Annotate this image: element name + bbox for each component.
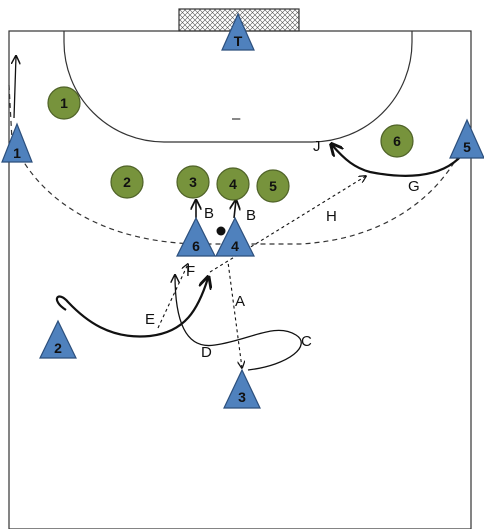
attacker-1: 1 — [1, 122, 33, 163]
svg-text:1: 1 — [13, 145, 21, 161]
label-d: D — [201, 344, 212, 361]
goal-area-line — [63, 31, 413, 143]
label-c: C — [301, 333, 312, 350]
defender-5: 5 — [256, 169, 290, 203]
label-f: F — [186, 263, 195, 280]
svg-text:4: 4 — [231, 238, 239, 254]
label-e: E — [145, 311, 155, 328]
svg-text:2: 2 — [123, 174, 131, 190]
label-h: H — [326, 208, 337, 225]
seven-meter-mark: – — [232, 110, 241, 127]
label-b-right: B — [246, 207, 256, 224]
free-throw-line-left-end — [8, 84, 13, 141]
defender-2: 2 — [110, 165, 144, 199]
svg-text:6: 6 — [192, 238, 200, 254]
svg-text:4: 4 — [229, 176, 237, 192]
defender-6: 6 — [380, 124, 414, 158]
defender-1: 1 — [47, 86, 81, 120]
svg-text:T: T — [234, 33, 243, 49]
attacker-3: 3 — [223, 368, 261, 409]
court-boundary — [8, 30, 472, 529]
label-b-left: B — [204, 205, 214, 222]
attacker-2: 2 — [39, 319, 77, 359]
attacker-6: 6 — [176, 216, 216, 257]
svg-text:3: 3 — [189, 174, 197, 190]
ball — [216, 226, 226, 236]
svg-text:5: 5 — [269, 178, 277, 194]
move-b-right — [234, 200, 236, 219]
label-j: J — [313, 138, 321, 155]
goalkeeper: T — [221, 12, 255, 51]
attacker-4: 4 — [215, 216, 255, 257]
move-f — [55, 278, 208, 338]
svg-text:1: 1 — [60, 95, 68, 111]
label-a: A — [235, 293, 245, 310]
svg-text:6: 6 — [393, 133, 401, 149]
attacker-5: 5 — [449, 118, 484, 159]
defender-3: 3 — [176, 165, 210, 199]
move-g-j — [332, 145, 463, 177]
move-c-d — [175, 275, 302, 371]
svg-text:5: 5 — [463, 139, 471, 155]
move-attacker-1 — [14, 56, 16, 119]
label-g: G — [408, 178, 420, 195]
svg-text:2: 2 — [54, 340, 62, 356]
svg-text:3: 3 — [238, 389, 246, 405]
defender-4: 4 — [216, 167, 250, 201]
